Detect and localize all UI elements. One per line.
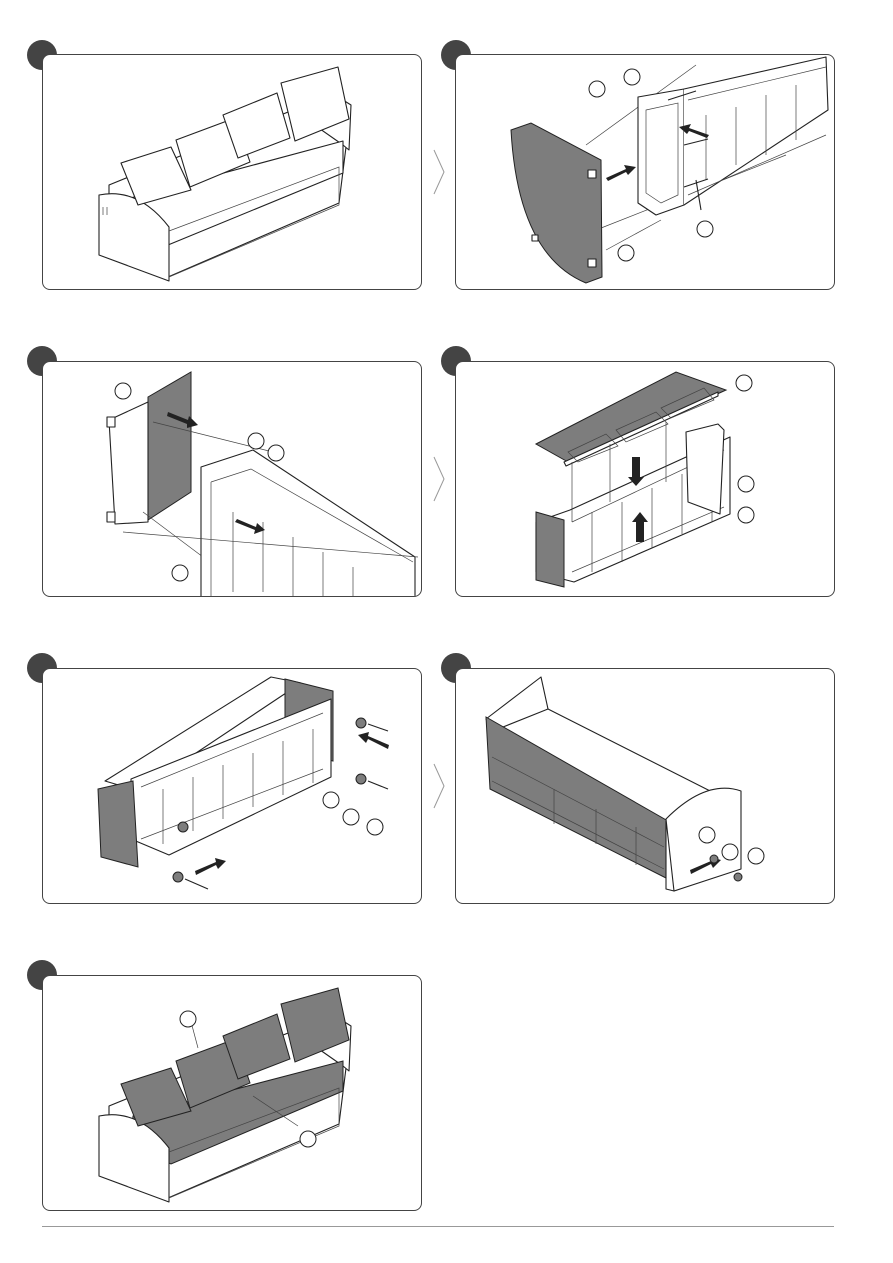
chevron-right-icon [432, 762, 446, 810]
feet-attach-drawing [43, 669, 422, 904]
chevron-right-icon [432, 148, 446, 196]
step-6-panel [455, 668, 835, 904]
step-4-panel [455, 361, 835, 597]
cushions-placement-drawing [43, 976, 422, 1211]
footer-divider [42, 1226, 834, 1227]
step-5-panel [42, 668, 422, 904]
chevron-right-icon [432, 455, 446, 503]
back-panel-attach-drawing [43, 362, 422, 597]
side-panel-attach-drawing [456, 55, 835, 290]
sofa-assembled-drawing [43, 55, 422, 290]
step-1-panel [42, 54, 422, 290]
arm-attach-drawing [456, 669, 835, 904]
step-7-panel [42, 975, 422, 1211]
step-2-panel [455, 54, 835, 290]
step-3-panel [42, 361, 422, 597]
frame-top-attach-drawing [456, 362, 835, 597]
